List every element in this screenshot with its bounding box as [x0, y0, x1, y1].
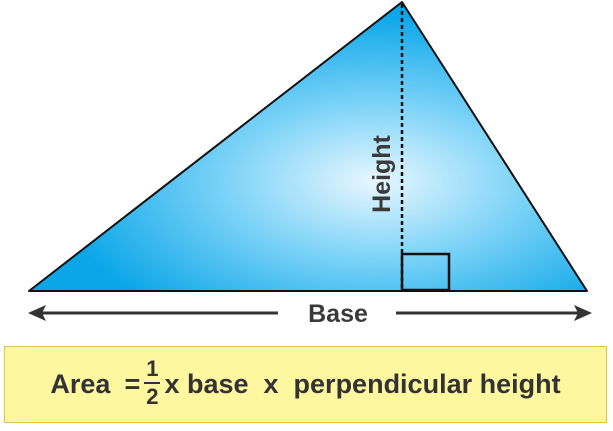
formula-fraction: 1 2	[144, 355, 161, 409]
formula-area-label: Area	[50, 369, 111, 399]
triangle	[28, 1, 588, 292]
right-angle-marker	[400, 252, 451, 292]
base-label: Base	[308, 300, 368, 328]
base-arrow	[28, 305, 592, 321]
arrowhead-left-icon	[28, 305, 46, 321]
formula-equals-sign: =	[124, 369, 141, 399]
height-label: Height	[368, 134, 396, 212]
arrowhead-right-icon	[574, 305, 592, 321]
fraction-denominator: 2	[146, 383, 159, 409]
fraction-numerator: 1	[146, 355, 159, 381]
formula-expression: x base x perpendicular height	[164, 369, 561, 399]
fraction-bar	[144, 381, 161, 384]
formula-box: Area = 1 2 x base x perpendicular height	[4, 346, 607, 423]
